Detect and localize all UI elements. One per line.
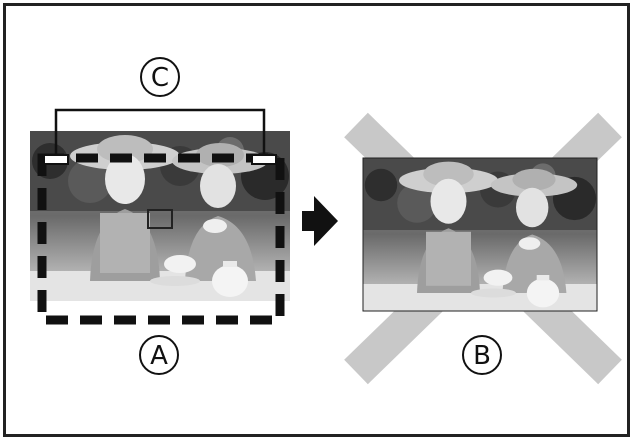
label-b-text: B xyxy=(473,341,491,371)
corner-mark-right xyxy=(251,154,277,165)
photo-right-panel xyxy=(362,157,598,312)
frame-a-dashed-rect xyxy=(37,153,285,325)
label-c-badge: C xyxy=(140,57,180,97)
label-b-badge: B xyxy=(462,335,502,375)
label-c-text: C xyxy=(151,63,169,93)
corner-mark-left xyxy=(43,154,69,165)
label-a-badge: A xyxy=(139,335,179,375)
label-a-text: A xyxy=(150,341,168,371)
center-focus-mark xyxy=(147,209,173,229)
right-arrow-icon xyxy=(302,196,338,246)
bracket-c xyxy=(54,108,266,155)
